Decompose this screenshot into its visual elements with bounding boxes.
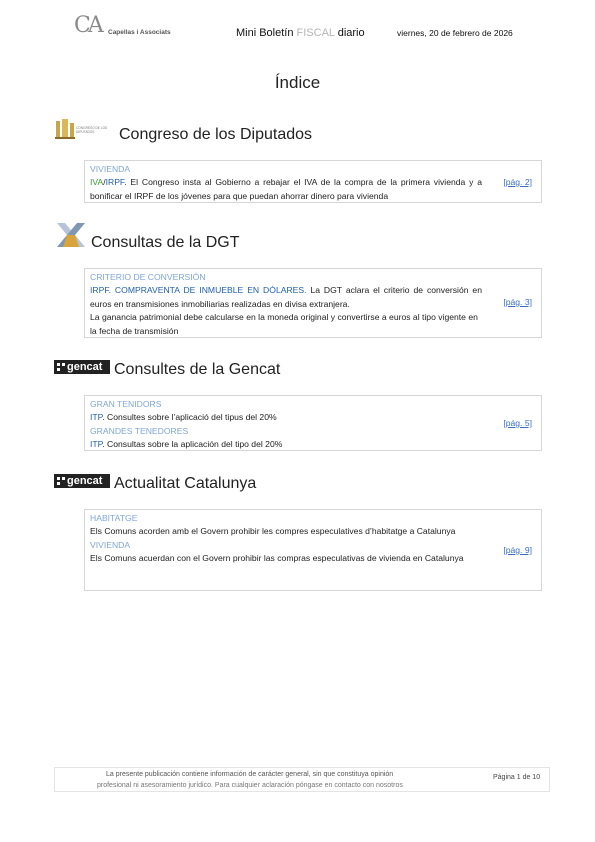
gencat-logo-icon: gencat (54, 360, 110, 374)
gencat-logo-icon: gencat (54, 474, 110, 488)
gencat-dots-icon (57, 477, 65, 485)
page-link-congreso[interactable]: [pág. 2] (503, 177, 532, 187)
footer-disclaimer-line1: La presente publicación contiene informa… (106, 771, 394, 778)
page-link-consultes-gencat[interactable]: [pág. 5] (503, 418, 532, 428)
bulletin-title: Mini Boletín FISCAL diario (236, 27, 365, 39)
entry-body: . Consultes sobre l’aplicació del tipus … (102, 412, 277, 423)
entry-text: ITP. Consultes sobre l’aplicació del tip… (90, 411, 482, 424)
section-title-consultes-gencat: Consultes de la Gencat (114, 361, 281, 378)
entry-text: IVA/IRPF. El Congreso insta al Gobierno … (90, 176, 482, 203)
entry-category: VIVIENDA (90, 539, 131, 550)
entry-category: HABITATGE (90, 513, 138, 523)
bulletin-date: viernes, 20 de febrero de 2026 (397, 28, 513, 38)
entry-body-2: La ganancia patrimonial debe calcularse … (90, 312, 478, 336)
page-link-dgt[interactable]: [pág. 3] (503, 297, 532, 307)
entry-tag-irpf: IRPF (105, 177, 125, 188)
bulletin-title-fiscal: FISCAL (296, 27, 335, 39)
congreso-logo-text: CONGRESO DE LOS DIPUTADOS (76, 126, 108, 134)
entry-tag: ITP (90, 439, 103, 450)
entry-category: GRAN TENIDORS (90, 399, 162, 409)
section-title-congreso: Congreso de los Diputados (119, 126, 313, 143)
entry-text: ITP. Consultas sobre la aplicación del t… (90, 438, 482, 451)
entry-box-dgt: CRITERIO DE CONVERSIÓN IRPF. COMPRAVENTA… (84, 268, 542, 338)
entry-body: La DGT aclara el criterio de conversión … (90, 285, 482, 309)
footer-page-number: Página 1 de 10 (493, 774, 541, 781)
entry-tag-sep: / (103, 177, 106, 188)
gencat-dots-icon (57, 363, 65, 371)
logo-mark: CA (74, 13, 104, 38)
agencia-tributaria-icon (55, 221, 87, 249)
entry-tag-iva: IVA (90, 177, 104, 188)
page-link-actualitat[interactable]: [pág. 9] (503, 545, 532, 555)
gencat-logo-text: gencat (67, 475, 103, 487)
index-title: Índice (274, 73, 321, 92)
entry-tag: ITP (90, 412, 103, 423)
entry-box-consultes-gencat: GRAN TENIDORS ITP. Consultes sobre l’apl… (84, 395, 542, 451)
bulletin-title-post: diario (334, 27, 365, 39)
entry-text: IRPF. COMPRAVENTA DE INMUEBLE EN DÓLARES… (90, 284, 482, 311)
entry-category: CRITERIO DE CONVERSIÓN (90, 272, 206, 282)
logo-text: Capellas i Associats (108, 29, 171, 36)
section-title-dgt: Consultas de la DGT (91, 234, 240, 251)
entry-body: . Consultas sobre la aplicación del tipo… (102, 439, 283, 450)
gencat-logo-text: gencat (67, 361, 103, 373)
entry-body: . El Congreso insta al Gobierno a rebaja… (90, 177, 482, 201)
entry-box-actualitat: HABITATGE Els Comuns acorden amb el Gove… (84, 509, 542, 591)
entry-body: Els Comuns acorden amb el Govern prohibi… (90, 526, 456, 537)
footer-box (54, 767, 550, 792)
entry-body: Els Comuns acuerdan con el Govern prohib… (90, 553, 464, 564)
company-logo: CA Capellas i Associats (74, 14, 194, 40)
entry-tag: IRPF. COMPRAVENTA DE INMUEBLE EN DÓLARES… (90, 285, 307, 296)
entry-box-congreso: VIVIENDA IVA/IRPF. El Congreso insta al … (84, 160, 542, 203)
bulletin-title-pre: Mini Boletín (236, 27, 297, 39)
section-title-actualitat: Actualitat Catalunya (114, 475, 257, 492)
entry-category: GRANDES TENEDORES (90, 425, 189, 436)
footer-disclaimer-line2: profesional ni asesoramiento jurídico. P… (97, 782, 403, 789)
congreso-logo-icon: CONGRESO DE LOS DIPUTADOS (54, 117, 114, 141)
entry-category: VIVIENDA (90, 164, 131, 174)
